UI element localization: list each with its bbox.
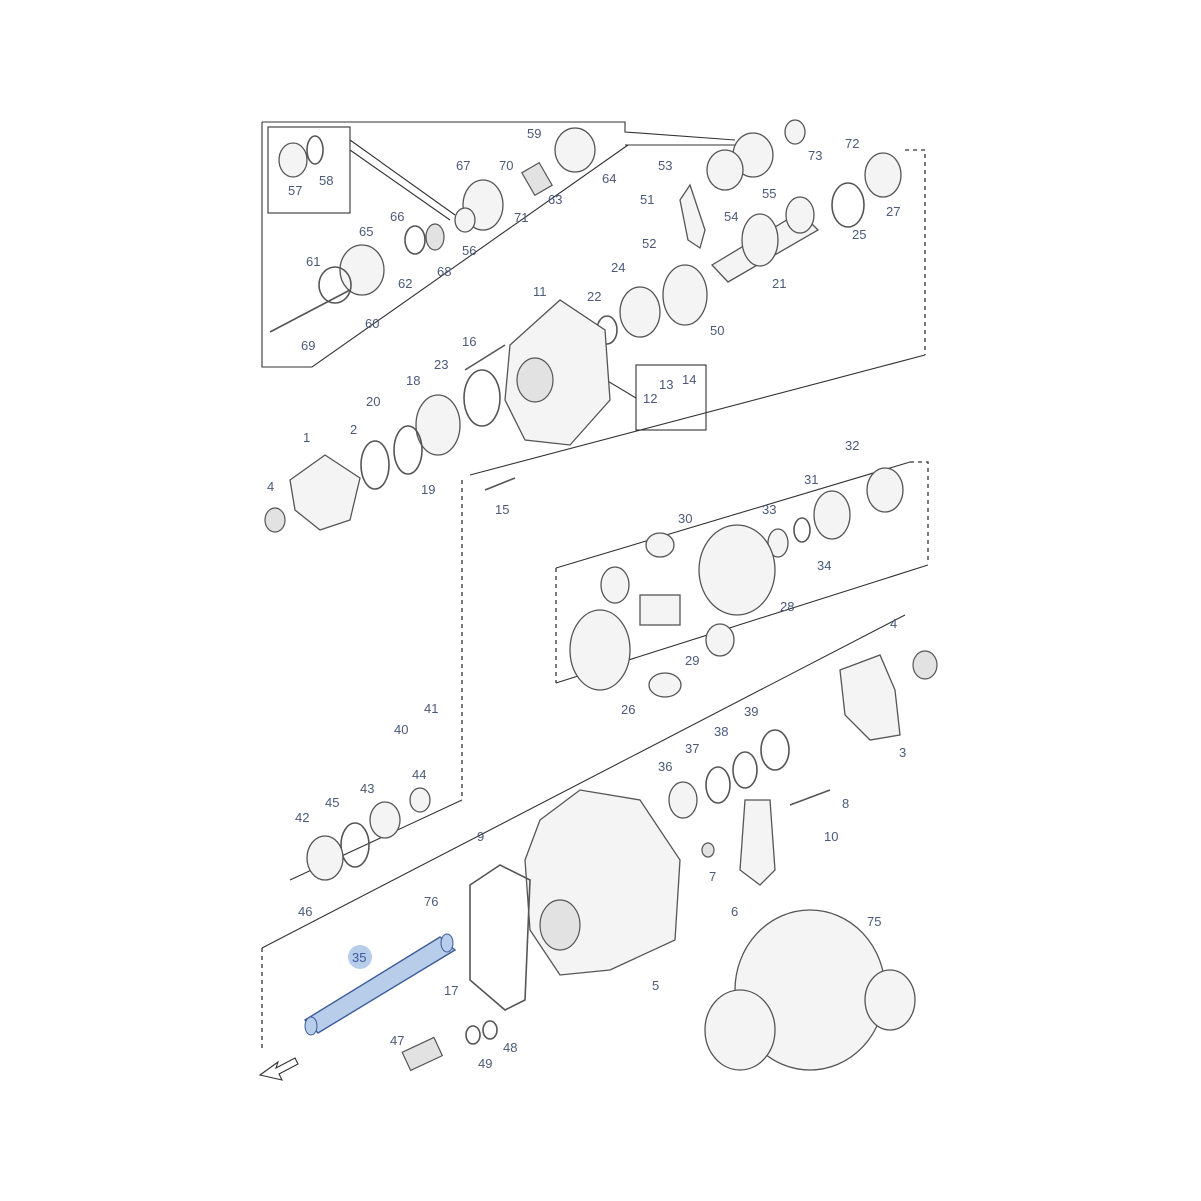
label[interactable]: 72 xyxy=(845,136,859,151)
label[interactable]: 50 xyxy=(710,323,724,338)
label[interactable]: 69 xyxy=(301,338,315,353)
label[interactable]: 40 xyxy=(394,722,408,737)
label[interactable]: 39 xyxy=(744,704,758,719)
label[interactable]: 41 xyxy=(424,701,438,716)
label[interactable]: 32 xyxy=(845,438,859,453)
label[interactable]: 70 xyxy=(499,158,513,173)
label[interactable]: 71 xyxy=(514,210,528,225)
label[interactable]: 75 xyxy=(867,914,881,929)
label[interactable]: 44 xyxy=(412,767,426,782)
direction-arrow-icon xyxy=(258,1057,299,1081)
label[interactable]: 21 xyxy=(772,276,786,291)
label[interactable]: 56 xyxy=(462,243,476,258)
label[interactable]: 10 xyxy=(824,829,838,844)
label[interactable]: 34 xyxy=(817,558,831,573)
label[interactable]: 67 xyxy=(456,158,470,173)
label[interactable]: 62 xyxy=(398,276,412,291)
label[interactable]: 30 xyxy=(678,511,692,526)
label[interactable]: 12 xyxy=(643,391,657,406)
label[interactable]: 29 xyxy=(685,653,699,668)
label[interactable]: 20 xyxy=(366,394,380,409)
label[interactable]: 31 xyxy=(804,472,818,487)
label[interactable]: 54 xyxy=(724,209,738,224)
shaft-35-highlighted[interactable] xyxy=(303,933,457,1036)
label[interactable]: 4 xyxy=(267,479,274,494)
lower-assembly-parts xyxy=(306,729,916,1072)
label-highlighted[interactable]: 35 xyxy=(352,950,366,965)
label[interactable]: 38 xyxy=(714,724,728,739)
differential-parts xyxy=(569,467,938,741)
label[interactable]: 6 xyxy=(731,904,738,919)
label[interactable]: 17 xyxy=(444,983,458,998)
label[interactable]: 22 xyxy=(587,289,601,304)
label[interactable]: 60 xyxy=(365,316,379,331)
label[interactable]: 47 xyxy=(390,1033,404,1048)
label[interactable]: 53 xyxy=(658,158,672,173)
label[interactable]: 43 xyxy=(360,781,374,796)
label[interactable]: 14 xyxy=(682,372,696,387)
label[interactable]: 16 xyxy=(462,334,476,349)
label[interactable]: 52 xyxy=(642,236,656,251)
label[interactable]: 58 xyxy=(319,173,333,188)
label[interactable]: 48 xyxy=(503,1040,517,1055)
label[interactable]: 19 xyxy=(421,482,435,497)
part-labels: 57 58 59 64 67 70 71 63 56 66 65 62 68 6… xyxy=(267,126,906,1071)
label[interactable]: 42 xyxy=(295,810,309,825)
label[interactable]: 24 xyxy=(611,260,625,275)
label[interactable]: 28 xyxy=(780,599,794,614)
label[interactable]: 66 xyxy=(390,209,404,224)
label[interactable]: 55 xyxy=(762,186,776,201)
label[interactable]: 36 xyxy=(658,759,672,774)
label[interactable]: 51 xyxy=(640,192,654,207)
label[interactable]: 18 xyxy=(406,373,420,388)
label[interactable]: 3 xyxy=(899,745,906,760)
label[interactable]: 61 xyxy=(306,254,320,269)
label[interactable]: 46 xyxy=(298,904,312,919)
label[interactable]: 76 xyxy=(424,894,438,909)
label[interactable]: 37 xyxy=(685,741,699,756)
label[interactable]: 23 xyxy=(434,357,448,372)
label[interactable]: 8 xyxy=(842,796,849,811)
label[interactable]: 2 xyxy=(350,422,357,437)
label[interactable]: 64 xyxy=(602,171,616,186)
label[interactable]: 15 xyxy=(495,502,509,517)
label[interactable]: 45 xyxy=(325,795,339,810)
label[interactable]: 7 xyxy=(709,869,716,884)
label[interactable]: 68 xyxy=(437,264,451,279)
label[interactable]: 33 xyxy=(762,502,776,517)
label[interactable]: 26 xyxy=(621,702,635,717)
label[interactable]: 9 xyxy=(477,829,484,844)
label[interactable]: 59 xyxy=(527,126,541,141)
label[interactable]: 13 xyxy=(659,377,673,392)
label[interactable]: 4 xyxy=(890,616,897,631)
label[interactable]: 11 xyxy=(533,284,547,299)
upper-assembly-parts xyxy=(264,119,902,533)
label[interactable]: 65 xyxy=(359,224,373,239)
label[interactable]: 27 xyxy=(886,204,900,219)
label[interactable]: 57 xyxy=(288,183,302,198)
label[interactable]: 25 xyxy=(852,227,866,242)
label[interactable]: 5 xyxy=(652,978,659,993)
label[interactable]: 63 xyxy=(548,192,562,207)
label[interactable]: 1 xyxy=(303,430,310,445)
label[interactable]: 49 xyxy=(478,1056,492,1071)
label[interactable]: 73 xyxy=(808,148,822,163)
